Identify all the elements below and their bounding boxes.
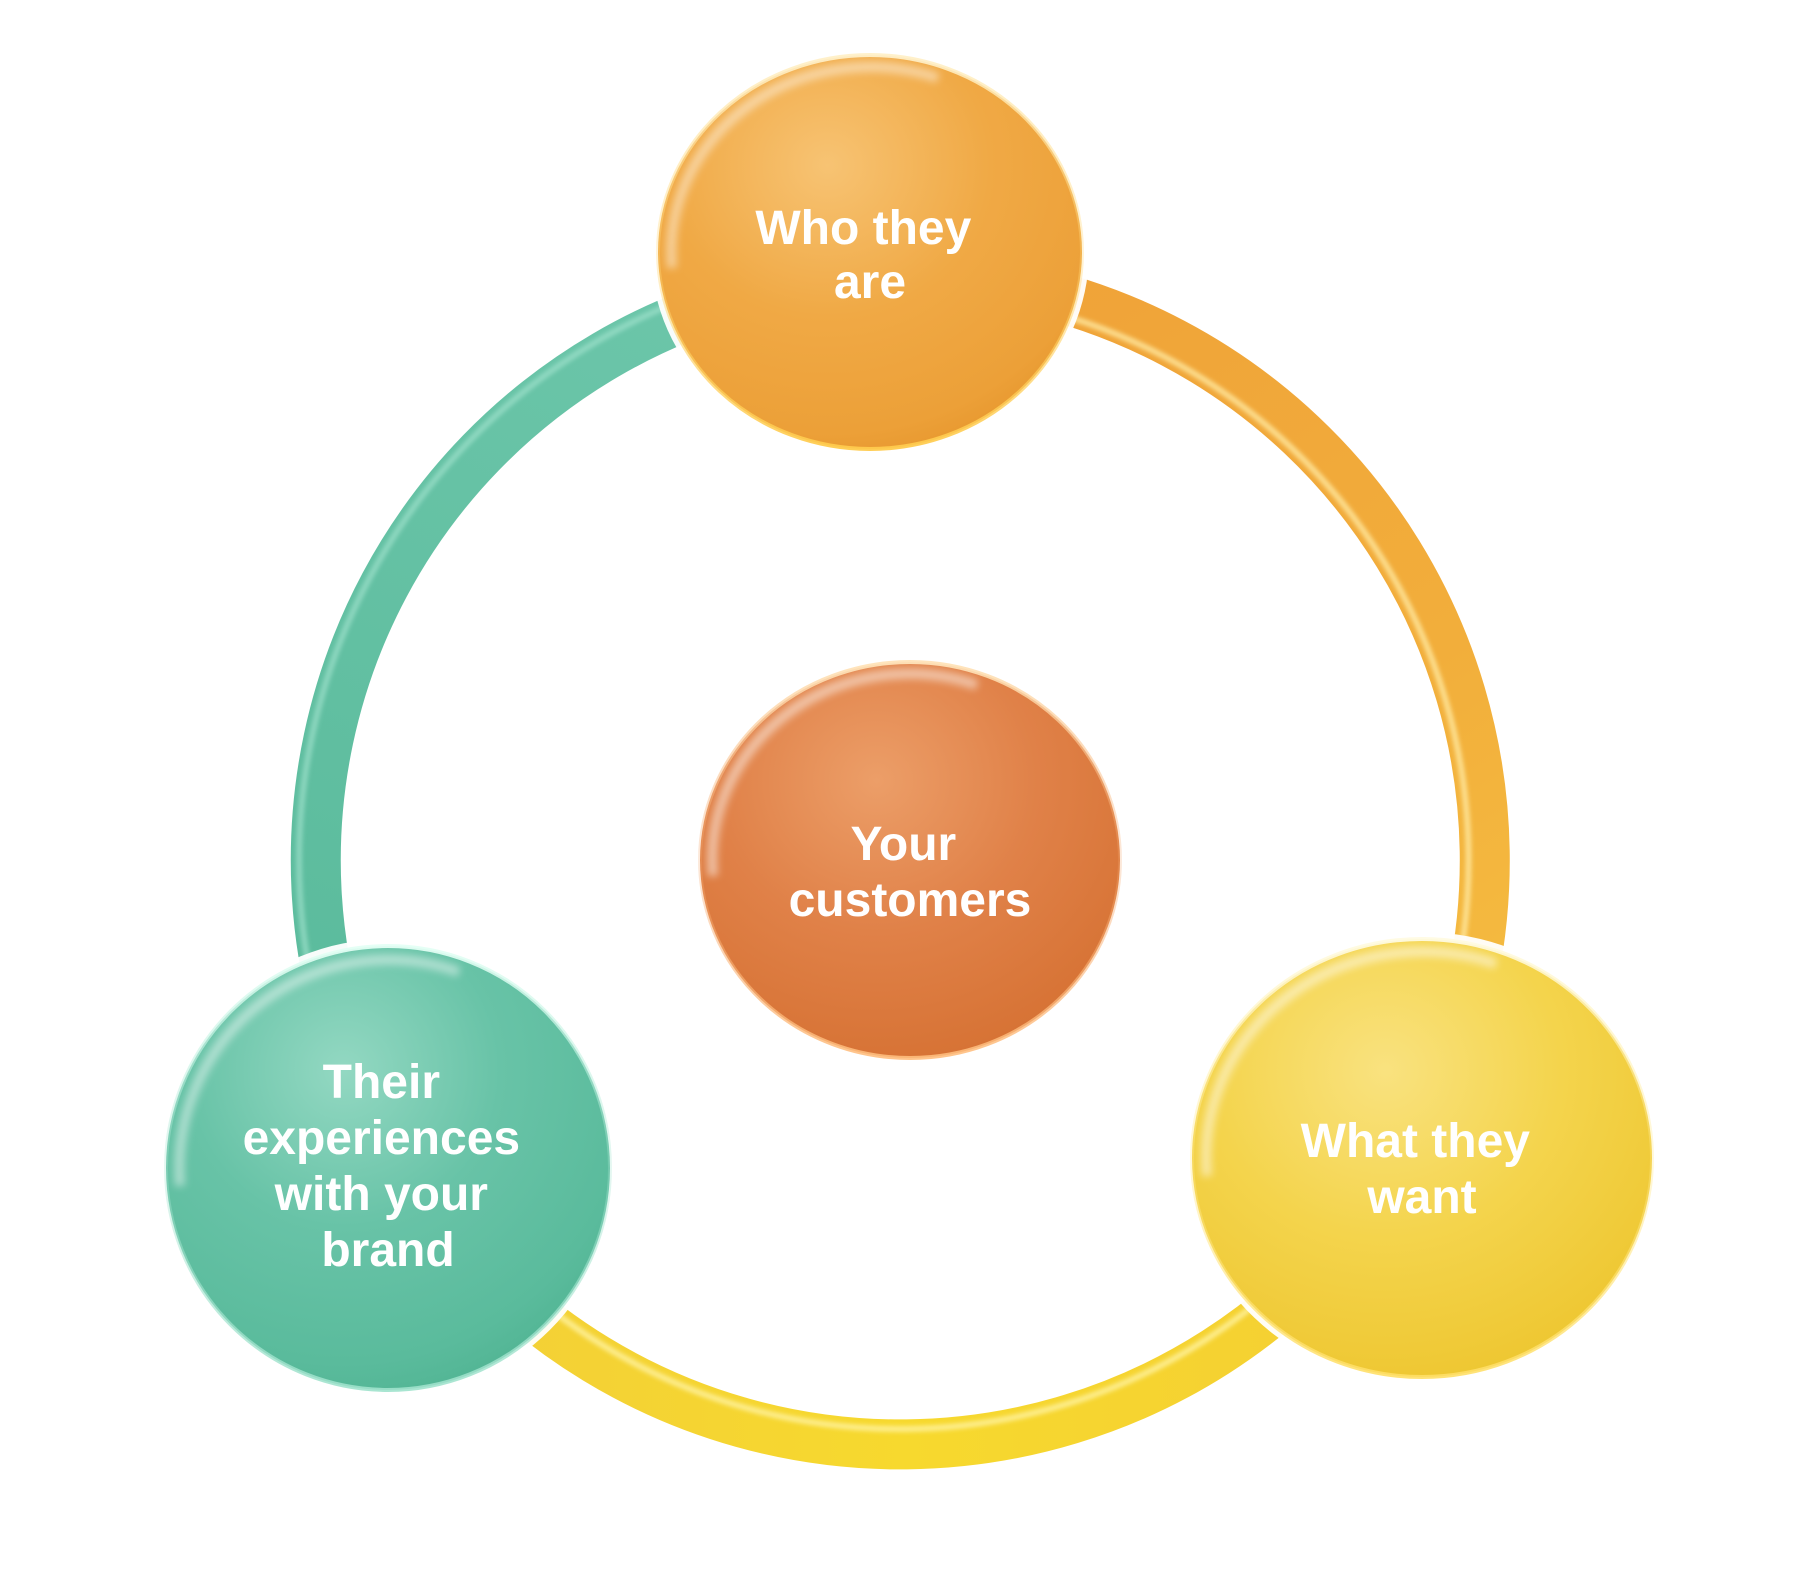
node-your-customers-label-line-1: Your xyxy=(850,818,956,871)
node-what-they-want-label-line-1: What they xyxy=(1301,1115,1531,1168)
node-their-experiences-gloss-highlight xyxy=(174,954,461,1187)
node-who-they-are-label: Who they are xyxy=(755,202,984,309)
node-what-they-want-label-line-2: want xyxy=(1366,1171,1476,1224)
node-who-they-are-label-line-1: Who they xyxy=(755,202,971,255)
node-their-experiences-label-line-4: brand xyxy=(321,1224,454,1277)
node-your-customers-label-line-2: customers xyxy=(789,874,1032,927)
node-who-they-are-gloss-highlight xyxy=(666,61,940,269)
node-what-they-want-circle xyxy=(1190,937,1654,1379)
node-who-they-are-label-line-2: are xyxy=(834,256,906,309)
node-what-they-want-gloss-highlight xyxy=(1201,946,1498,1177)
node-your-customers-circle xyxy=(698,660,1122,1060)
node-their-experiences-circle xyxy=(164,944,612,1392)
node-who-they-are: Who they are xyxy=(651,48,1089,456)
node-your-customers: Your customers xyxy=(693,655,1127,1065)
node-your-customers-gloss-highlight xyxy=(707,668,979,877)
node-your-customers-label: Your customers xyxy=(789,818,1032,927)
node-their-experiences-label: Their experiences with your brand xyxy=(243,1056,534,1277)
node-who-they-are-circle xyxy=(656,53,1084,451)
node-what-they-want: What they want xyxy=(1185,932,1659,1384)
node-their-experiences-label-line-3: with your xyxy=(274,1168,488,1221)
node-their-experiences-label-line-1: Their xyxy=(323,1056,440,1109)
node-their-experiences-label-line-2: experiences xyxy=(243,1112,521,1165)
node-their-experiences: Their experiences with your brand xyxy=(159,939,617,1397)
node-what-they-want-label: What they want xyxy=(1301,1115,1544,1224)
